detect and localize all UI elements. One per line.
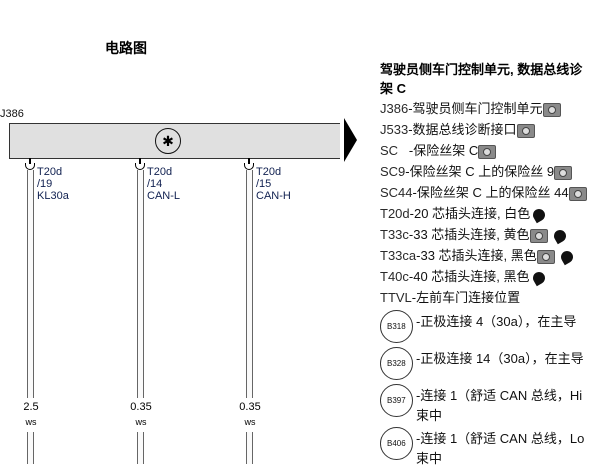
legend-heading-cont: 架 C	[380, 81, 407, 96]
wire-size: 0.35	[130, 401, 152, 413]
legend-desc: -驾驶员侧车门控制单元	[408, 101, 543, 116]
legend-code[interactable]: J533	[380, 122, 409, 137]
legend-desc: -33 芯插头连接, 黄色	[408, 227, 530, 242]
legend-item: J533-数据总线诊断接口	[380, 119, 606, 140]
connection-desc-cont: 束中	[416, 408, 443, 423]
connection-desc: -正极连接 14（30a），在主导	[416, 351, 584, 366]
legend-code[interactable]: T33ca	[380, 248, 417, 263]
connection-code[interactable]: B406	[380, 427, 413, 460]
wire[interactable]	[137, 170, 144, 398]
legend-desc: -33 芯插头连接, 黑色	[416, 248, 537, 263]
connection-code[interactable]: B328	[380, 347, 413, 380]
legend-code[interactable]: TTVL	[380, 290, 412, 305]
pin-label: T20d /19 KL30a	[37, 166, 69, 202]
camera-icon[interactable]	[536, 249, 555, 264]
pin-plug-icon	[244, 163, 254, 170]
legend-desc: -20 芯插头连接, 白色	[409, 206, 531, 221]
wire-color: ws	[25, 417, 37, 427]
legend-desc: -数据总线诊断接口	[408, 122, 517, 137]
wire-color: ws	[244, 417, 256, 427]
legend-item: SC -保险丝架 C	[380, 140, 606, 161]
connection-item: B318-正极连接 4（30a），在主导	[380, 310, 606, 346]
transistor-ground-symbol-icon: ✱	[155, 128, 181, 154]
wire[interactable]	[137, 432, 144, 464]
legend-code[interactable]: T40c	[380, 269, 409, 284]
pin-stub	[139, 158, 141, 164]
pin-signal: CAN-H	[256, 190, 291, 202]
camera-icon[interactable]	[529, 228, 548, 243]
wire-size: 2.5	[23, 401, 39, 413]
camera-icon[interactable]	[516, 123, 535, 138]
connection-item: B397-连接 1（舒适 CAN 总线，Hi 束中	[380, 384, 606, 426]
legend-item: SC9-保险丝架 C 上的保险丝 9	[380, 161, 606, 182]
pin-connector: T20d	[37, 166, 63, 178]
camera-icon[interactable]	[542, 102, 561, 117]
pin-stub	[248, 158, 250, 164]
legend-item: TTVL-左前车门连接位置	[380, 287, 606, 308]
next-page-arrow-icon[interactable]	[344, 118, 357, 162]
legend-code[interactable]: J386	[380, 101, 409, 116]
legend-code[interactable]: SC44	[380, 185, 413, 200]
legend-item: T33ca-33 芯插头连接, 黑色	[380, 245, 606, 266]
legend-desc: -保险丝架 C	[408, 143, 479, 158]
legend-code[interactable]: SC9	[380, 164, 406, 179]
legend-item: SC44-保险丝架 C 上的保险丝 44	[380, 182, 606, 203]
wire[interactable]	[246, 170, 253, 398]
legend-item: T40c-40 芯插头连接, 黑色	[380, 266, 606, 287]
connection-desc: -正极连接 4（30a），在主导	[416, 314, 577, 329]
legend-code[interactable]: T33c	[380, 227, 409, 242]
pin-connector: T20d	[256, 166, 282, 178]
legend-desc: -保险丝架 C 上的保险丝 9	[405, 164, 555, 179]
pin-label: T20d /14 CAN-L	[147, 166, 180, 202]
legend-item: J386-驾驶员侧车门控制单元	[380, 98, 606, 119]
pin-number: /15	[256, 178, 272, 190]
component-label: J386	[0, 108, 24, 120]
diagram-title: 电路图	[105, 40, 147, 56]
legend-item: T33c-33 芯插头连接, 黄色	[380, 224, 606, 245]
pin-signal: CAN-L	[147, 190, 181, 202]
legend-desc: -保险丝架 C 上的保险丝 44	[412, 185, 569, 200]
pin-number: /19	[37, 178, 53, 190]
connector-icon[interactable]	[531, 206, 548, 223]
camera-icon[interactable]	[478, 144, 497, 159]
wire-color: ws	[135, 417, 147, 427]
pin-stub	[29, 158, 31, 164]
wire-size: 0.35	[239, 401, 261, 413]
wire[interactable]	[27, 432, 34, 464]
connection-desc: -连接 1（舒适 CAN 总线，Lo	[416, 431, 585, 446]
connection-item: B328-正极连接 14（30a），在主导	[380, 347, 606, 383]
connector-icon[interactable]	[551, 227, 569, 244]
connection-code[interactable]: B397	[380, 384, 413, 417]
wire[interactable]	[27, 170, 34, 398]
legend-desc: -左前车门连接位置	[411, 290, 521, 305]
connector-icon[interactable]	[559, 248, 576, 265]
pin-number: /14	[147, 178, 163, 190]
legend-heading: 驾驶员侧车门控制单元, 数据总线诊	[380, 62, 583, 77]
legend-desc: -40 芯插头连接, 黑色	[408, 269, 530, 284]
connection-item: B406-连接 1（舒适 CAN 总线，Lo 束中	[380, 427, 606, 469]
pin-signal: KL30a	[37, 190, 69, 202]
connection-code[interactable]: B318	[380, 310, 413, 343]
pin-plug-icon	[135, 163, 145, 170]
wire[interactable]	[246, 432, 253, 464]
connector-icon[interactable]	[530, 269, 547, 286]
camera-icon[interactable]	[568, 186, 587, 201]
pin-label: T20d /15 CAN-H	[256, 166, 291, 202]
legend-item: T20d-20 芯插头连接, 白色	[380, 203, 606, 224]
connection-desc-cont: 束中	[416, 451, 443, 466]
camera-icon[interactable]	[554, 165, 573, 180]
pin-connector: T20d	[147, 166, 173, 178]
pin-plug-icon	[25, 163, 35, 170]
legend-code[interactable]: SC	[380, 143, 409, 158]
connection-desc: -连接 1（舒适 CAN 总线，Hi	[416, 388, 583, 403]
legend-code[interactable]: T20d	[380, 206, 410, 221]
